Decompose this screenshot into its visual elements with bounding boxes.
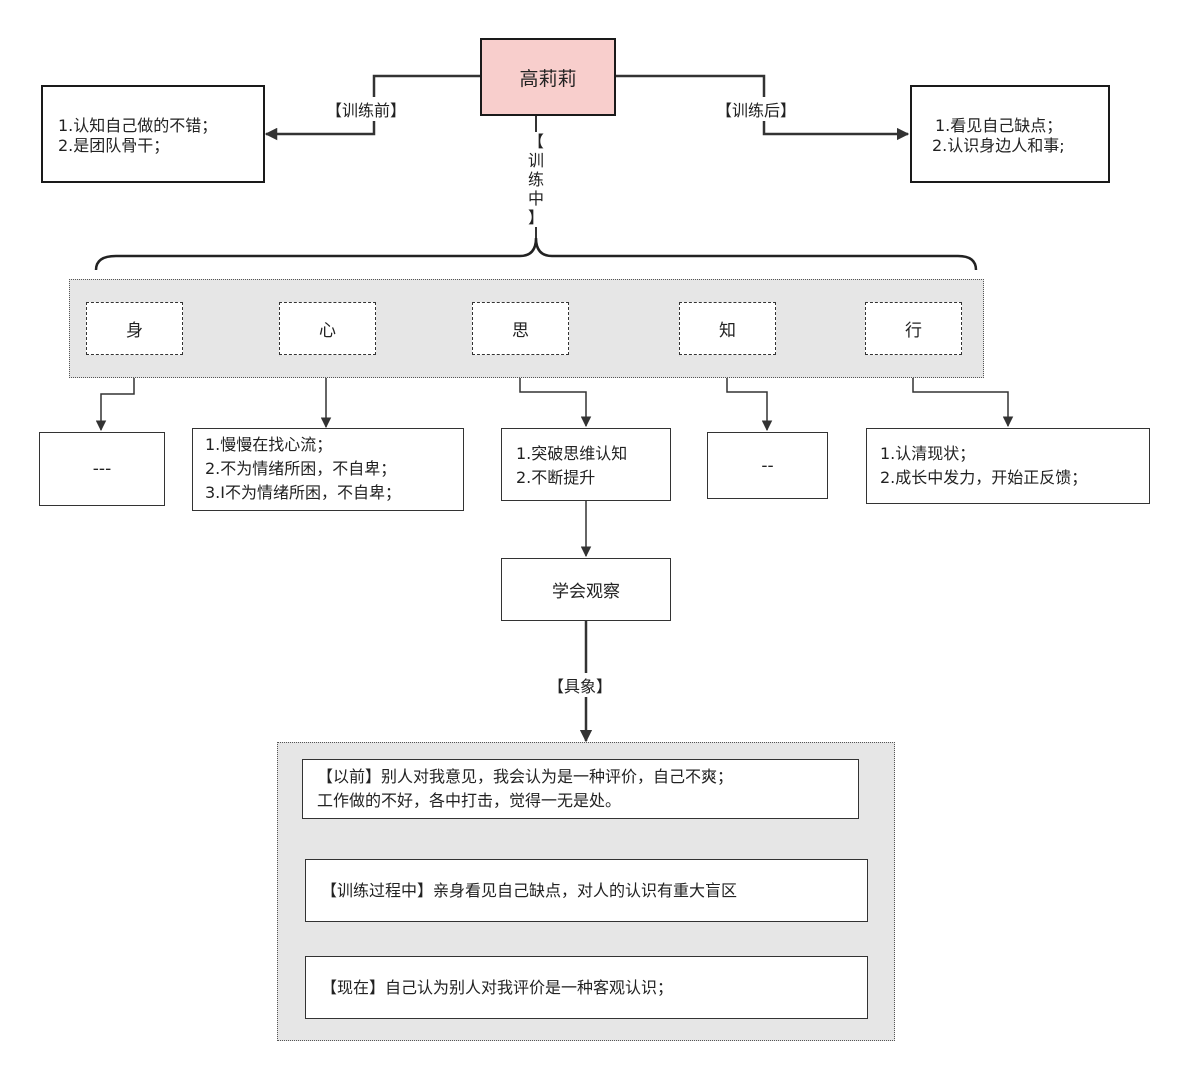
root-label: 高莉莉 bbox=[519, 67, 577, 90]
detail-act-line-1: 1.认清现状； bbox=[880, 444, 976, 463]
before-line-1: 1.认知自己做的不错； bbox=[58, 116, 218, 135]
dimension-act[interactable]: 行 bbox=[865, 302, 962, 355]
dimension-body-label: 身 bbox=[126, 321, 143, 341]
root-node[interactable]: 高莉莉 bbox=[480, 38, 616, 116]
dimension-mind[interactable]: 心 bbox=[279, 302, 376, 355]
stage-now[interactable]: 【现在】自己认为别人对我评价是一种客观认识； bbox=[305, 956, 868, 1019]
stage-before-line-1: 【以前】别人对我意见，我会认为是一种评价，自己不爽； bbox=[317, 767, 734, 786]
during-char-2: 训 bbox=[527, 151, 544, 170]
stage-now-line-1: 【现在】自己认为别人对我评价是一种客观认识； bbox=[321, 978, 674, 997]
observe-edge-label: 【具象】 bbox=[548, 673, 613, 697]
detail-act-line-2: 2.成长中发力，开始正反馈； bbox=[880, 468, 1088, 487]
before-node[interactable]: 1.认知自己做的不错； 2.是团队骨干； bbox=[41, 85, 265, 183]
stage-before-line-2: 工作做的不好，各中打击，觉得一无是处。 bbox=[317, 791, 622, 810]
detail-think-line-1: 1.突破思维认知 bbox=[516, 444, 628, 463]
detail-think-line-2: 2.不断提升 bbox=[516, 468, 596, 487]
during-edge-label: 【 训 练 中 】 bbox=[525, 132, 547, 227]
during-char-1: 【 bbox=[527, 132, 544, 151]
stage-during[interactable]: 【训练过程中】亲身看见自己缺点，对人的认识有重大盲区 bbox=[305, 859, 868, 922]
after-line-1: 1.看见自己缺点； bbox=[935, 116, 1063, 135]
curly-brace bbox=[94, 237, 978, 271]
dimension-act-label: 行 bbox=[905, 321, 922, 341]
dimension-know[interactable]: 知 bbox=[679, 302, 776, 355]
dimension-think-label: 思 bbox=[512, 321, 529, 341]
during-char-5: 】 bbox=[527, 208, 544, 227]
stage-before[interactable]: 【以前】别人对我意见，我会认为是一种评价，自己不爽； 工作做的不好，各中打击，觉… bbox=[302, 759, 859, 819]
observe-label: 学会观察 bbox=[552, 582, 620, 602]
stage-during-line-1: 【训练过程中】亲身看见自己缺点，对人的认识有重大盲区 bbox=[321, 881, 738, 900]
detail-know[interactable]: -- bbox=[707, 432, 828, 499]
observe-node[interactable]: 学会观察 bbox=[501, 558, 671, 621]
after-line-2: 2.认识身边人和事; bbox=[932, 136, 1065, 155]
dimension-know-label: 知 bbox=[719, 321, 736, 341]
detail-mind-line-3: 3.I不为情绪所困，不自卑； bbox=[205, 483, 401, 502]
detail-think[interactable]: 1.突破思维认知 2.不断提升 bbox=[501, 428, 671, 501]
detail-mind[interactable]: 1.慢慢在找心流； 2.不为情绪所困，不自卑； 3.I不为情绪所困，不自卑； bbox=[192, 428, 464, 511]
detail-body-text: --- bbox=[92, 459, 112, 479]
detail-act[interactable]: 1.认清现状； 2.成长中发力，开始正反馈； bbox=[866, 428, 1150, 504]
dimension-mind-label: 心 bbox=[319, 321, 336, 341]
after-edge-label: 【训练后】 bbox=[716, 97, 797, 121]
during-char-4: 中 bbox=[527, 189, 544, 208]
dimension-body[interactable]: 身 bbox=[86, 302, 183, 355]
after-node[interactable]: 1.看见自己缺点； 2.认识身边人和事; bbox=[910, 85, 1110, 183]
during-char-3: 练 bbox=[527, 170, 544, 189]
detail-mind-line-1: 1.慢慢在找心流； bbox=[205, 435, 333, 454]
detail-mind-line-2: 2.不为情绪所困，不自卑； bbox=[205, 459, 397, 478]
detail-know-text: -- bbox=[761, 455, 774, 476]
before-edge-label: 【训练前】 bbox=[326, 97, 407, 121]
dimension-think[interactable]: 思 bbox=[472, 302, 569, 355]
detail-body[interactable]: --- bbox=[39, 432, 165, 506]
before-line-2: 2.是团队骨干； bbox=[58, 136, 170, 155]
